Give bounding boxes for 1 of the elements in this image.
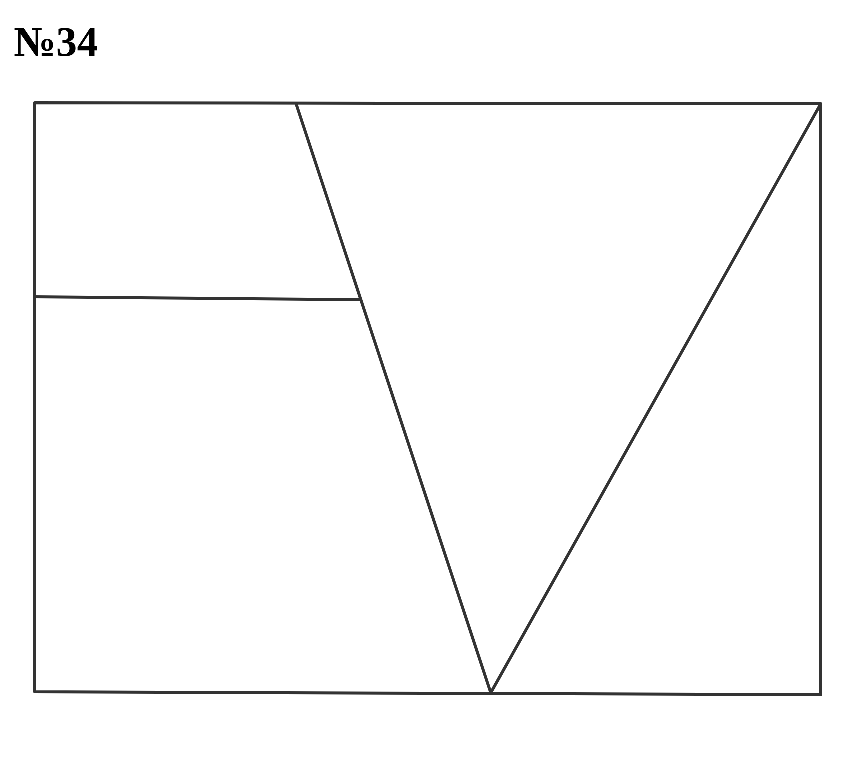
- title: №34: [14, 19, 98, 68]
